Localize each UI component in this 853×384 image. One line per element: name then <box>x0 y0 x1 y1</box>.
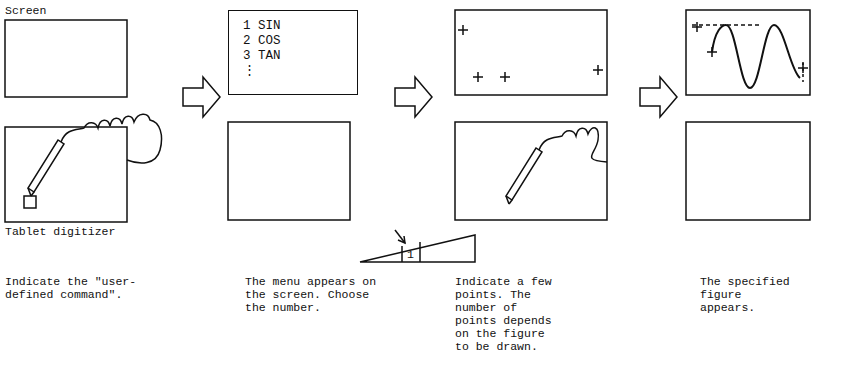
flow-arrow <box>395 77 432 117</box>
point-marks <box>692 22 808 73</box>
command-square <box>24 196 36 208</box>
stylus-pen <box>28 140 64 196</box>
tablet-frame <box>455 122 607 220</box>
step-caption: The menu appears on the screen. Choose t… <box>245 275 377 314</box>
step-caption: Indicate the "user-defined command". <box>5 275 140 301</box>
screen-label: Screen <box>5 4 46 17</box>
stylus-cord <box>61 114 162 163</box>
screen-frame <box>5 20 127 97</box>
tablet-label: Tablet digitizer <box>5 225 115 238</box>
tablet-frame <box>5 127 127 222</box>
flow-arrow <box>183 77 220 117</box>
flow-arrow <box>640 77 677 117</box>
point-marks <box>458 25 603 82</box>
menu-item: ⋮ <box>243 64 357 79</box>
menu-item: 2 COS <box>243 34 357 49</box>
stylus-cord <box>539 128 607 162</box>
menu-item: 3 TAN <box>243 49 357 64</box>
screen-frame <box>455 10 607 95</box>
menu-item: 1 SIN <box>243 19 357 34</box>
slider-number: 1 <box>407 248 414 261</box>
tablet-frame <box>228 122 350 220</box>
number-slider <box>360 230 475 262</box>
stylus-pen <box>506 148 542 204</box>
step-caption: Indicate a few points. The number of poi… <box>455 275 561 353</box>
screen-frame <box>686 10 810 95</box>
menu-screen: 1 SIN2 COS3 TAN⋮ <box>228 10 358 95</box>
tablet-frame <box>686 122 810 220</box>
sine-curve <box>712 25 800 88</box>
step-caption: The specified figure appears. <box>700 275 802 314</box>
